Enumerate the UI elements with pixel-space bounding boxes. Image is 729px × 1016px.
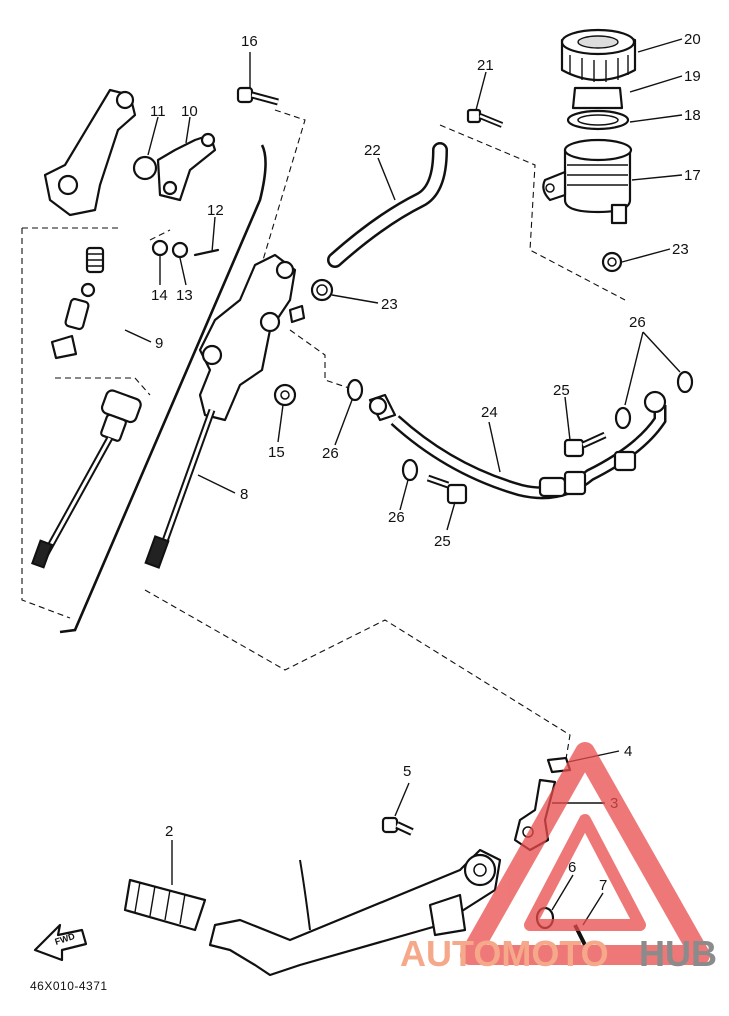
callout-13: 13: [176, 287, 193, 304]
forward-arrow: FWD: [33, 923, 88, 962]
callout-17: 17: [684, 167, 701, 184]
callout-9: 9: [155, 335, 163, 352]
part-22-hose: [327, 142, 448, 268]
callout-5: 5: [403, 763, 411, 780]
callout-7: 7: [599, 877, 607, 894]
callout-26-bottom: 26: [388, 509, 405, 526]
callout-22: 22: [364, 142, 381, 159]
callout-23-right: 23: [672, 241, 689, 258]
watermark-logo: [460, 742, 710, 965]
part-25-bolts: [426, 431, 607, 505]
part-16-bolt: [236, 86, 279, 106]
frame-lines: [59, 144, 267, 634]
parts-10-to-14: [132, 132, 220, 259]
callout-20: 20: [684, 31, 701, 48]
part-21-bolt: [466, 108, 504, 128]
callout-25-upper: 25: [553, 382, 570, 399]
callout-8: 8: [240, 486, 248, 503]
part-9-master-cylinder-kit: [31, 88, 142, 569]
callout-19: 19: [684, 68, 701, 85]
part-24-brake-hose: [368, 390, 667, 500]
callout-11: 11: [150, 103, 166, 120]
part-2-footrest-rubber: [123, 878, 207, 932]
callout-18: 18: [684, 107, 701, 124]
callout-12: 12: [207, 202, 224, 219]
callout-2: 2: [165, 823, 173, 840]
part-8-master-cylinder: [144, 253, 306, 569]
callout-24: 24: [481, 404, 498, 421]
callout-14: 14: [151, 287, 168, 304]
part-5-pin: [381, 816, 414, 836]
callout-6: 6: [568, 859, 576, 876]
reservoir-assembly: [542, 28, 637, 225]
callout-4: 4: [624, 743, 632, 760]
callout-26-right: 26: [629, 314, 646, 331]
callout-25-lower: 25: [434, 533, 451, 550]
part-26-washers: [346, 370, 694, 482]
callout-23-left: 23: [381, 296, 398, 313]
reference-code: 46X010-4371: [30, 979, 108, 993]
callout-10: 10: [181, 103, 198, 120]
callout-labels: 16 11 10 12 13 14 22 20 19 18 17 21 23 2…: [150, 31, 701, 894]
assembly-guides: [21, 109, 626, 766]
callout-15: 15: [268, 444, 285, 461]
part-15-nut: [273, 383, 297, 407]
callout-26-left: 26: [322, 445, 339, 462]
callout-21: 21: [477, 57, 494, 74]
brake-pedal: [208, 848, 502, 977]
callout-16: 16: [241, 33, 258, 50]
watermark-text-main: AUTOMOTO: [400, 933, 609, 974]
part-23-clamps: [310, 251, 623, 302]
watermark-text-accent: HUB: [639, 933, 717, 974]
